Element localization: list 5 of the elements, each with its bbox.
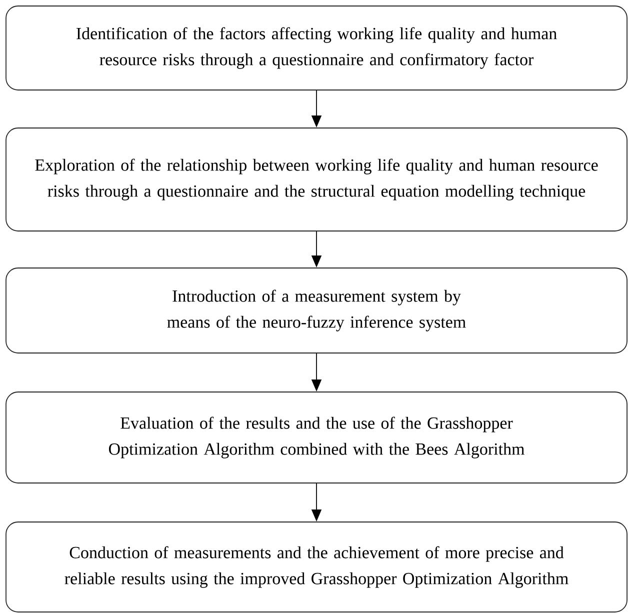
process-box: Identification of the factors affecting working life quality and human resource risks through a questionnaire and confirmatory factor xyxy=(6,6,628,90)
process-box: Evaluation of the results and the use of the Grasshopper Optimization Algorithm combined with the Bees Algorithm xyxy=(6,392,628,484)
process-box: Conduction of measurements and the achievement of more precise and reliable results using the improved Grasshopper Optimization Algorithm xyxy=(6,522,628,612)
process-box: Introduction of a measurement system by means of the neuro-fuzzy inference system xyxy=(6,268,628,354)
process-box: Exploration of the relationship between working life quality and human resource risks through a questionnaire and the structural equation modelling technique xyxy=(6,128,628,232)
